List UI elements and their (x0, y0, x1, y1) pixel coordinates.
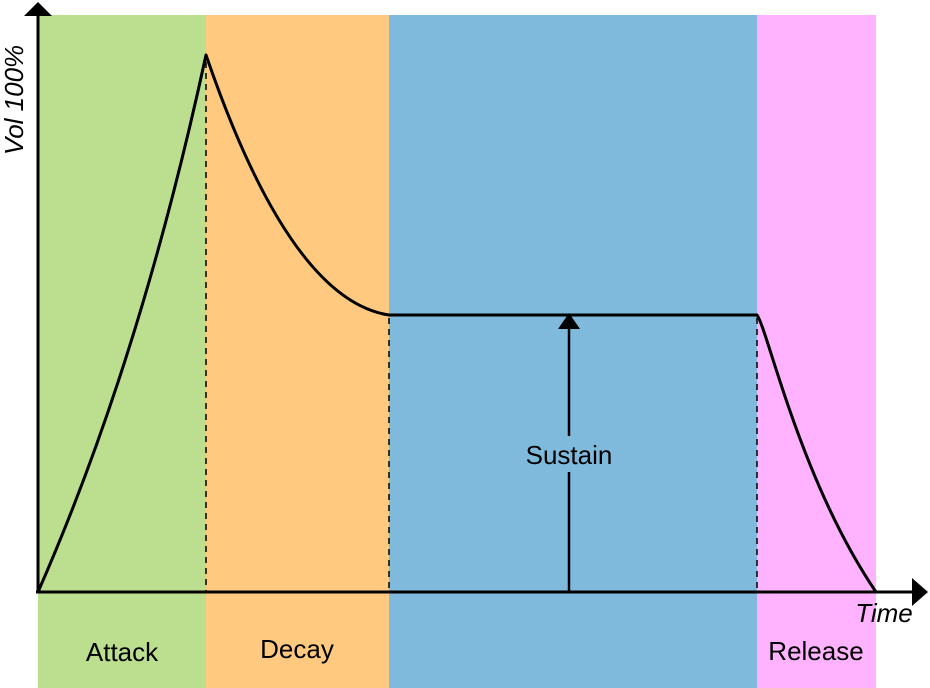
sustain-arrow-head-icon (558, 313, 580, 329)
y-axis-arrow-icon (24, 2, 52, 16)
x-axis-arrow-icon (912, 578, 928, 606)
decay-band (206, 15, 389, 688)
sustain-label: Sustain (526, 440, 613, 470)
release-label: Release (768, 636, 863, 666)
decay-label: Decay (260, 634, 334, 664)
x-axis-label: Time (855, 598, 913, 628)
sustain-label-bg (518, 436, 620, 472)
attack-label: Attack (86, 637, 159, 667)
release-band (757, 15, 876, 688)
y-axis-label: Vol 100% (0, 45, 29, 155)
sustain-band (389, 15, 757, 688)
attack-band (38, 15, 206, 688)
envelope-curve (36, 53, 878, 593)
